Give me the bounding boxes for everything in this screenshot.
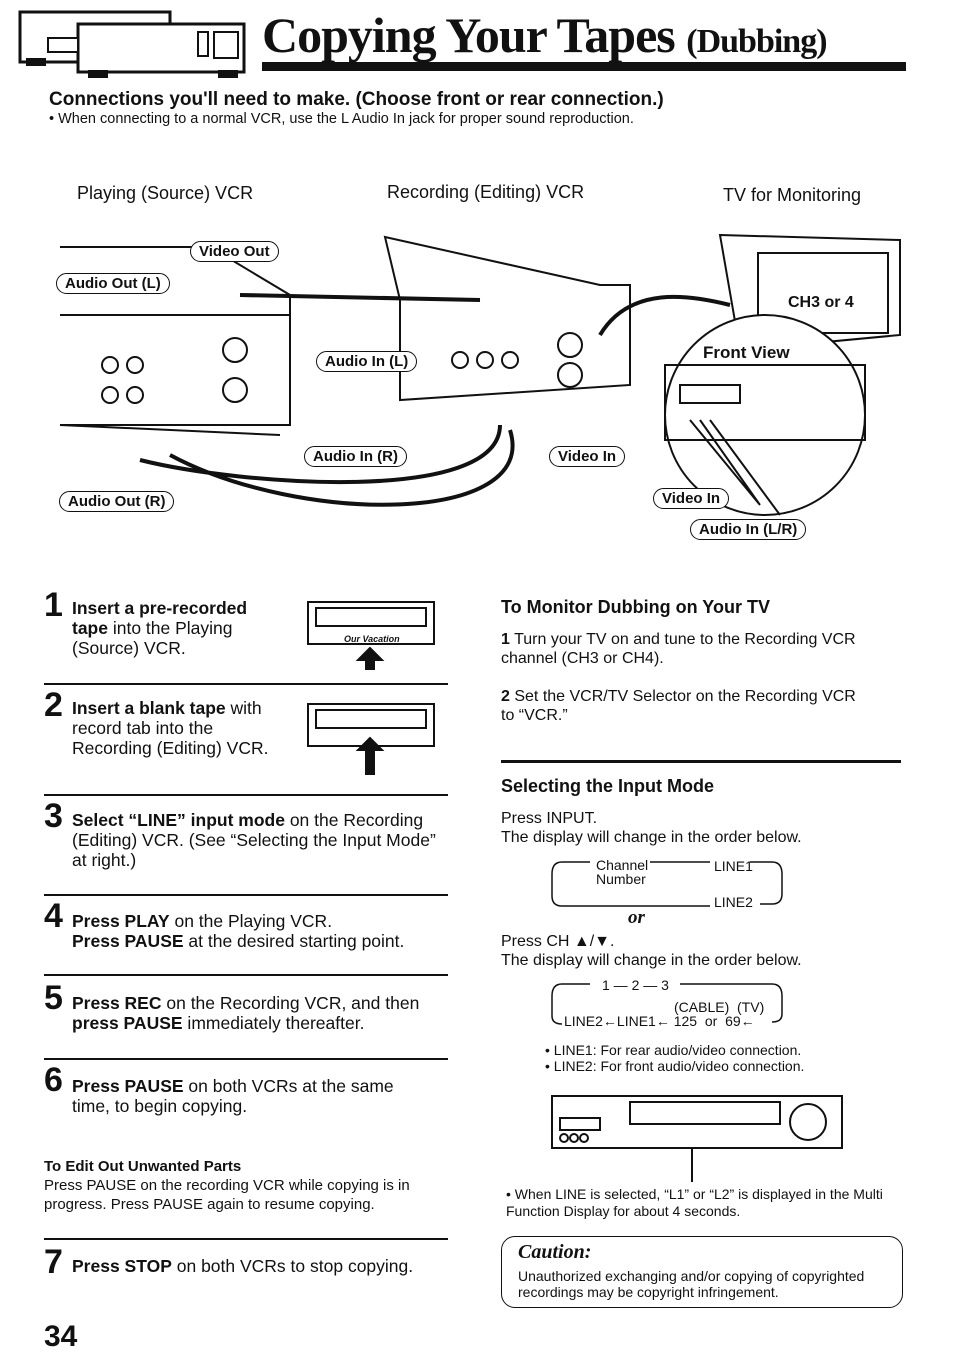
step-number: 4 — [44, 897, 63, 935]
step-6: Press PAUSE on both VCRs at the same tim… — [72, 1076, 394, 1116]
order-text: The display will change in the order bel… — [501, 829, 802, 846]
front-view-label: Front View — [703, 343, 790, 362]
cassette-insert-illustration — [307, 601, 435, 670]
monitor-item-2: 2 Set the VCR/TV Selector on the Recordi… — [501, 688, 856, 724]
step-7: Press STOP on both VCRs to stop copying. — [72, 1256, 414, 1276]
monitor-item-1: 1 Turn your TV on and tune to the Record… — [501, 631, 856, 667]
title-rule — [262, 62, 906, 71]
order-text: The display will change in the order bel… — [501, 952, 802, 969]
cassette-label: Our Vacation — [344, 634, 400, 644]
step-3: Select “LINE” input mode on the Recordin… — [72, 810, 436, 870]
divider — [44, 794, 448, 796]
callout-audio-in-l: Audio In (L) — [316, 351, 418, 372]
connections-note: • When connecting to a normal VCR, use t… — [49, 111, 634, 127]
callout-video-in: Video In — [549, 446, 626, 467]
step-2: Insert a blank tape with record tab into… — [72, 698, 269, 758]
step-number: 2 — [44, 686, 63, 724]
caution-body: Unauthorized exchanging and/or copying o… — [518, 1268, 865, 1300]
callout-front-video-in: Video In — [653, 488, 730, 509]
callout-video-out: Video Out — [190, 241, 279, 262]
step-number: 1 — [44, 586, 63, 624]
input-mode-heading: Selecting the Input Mode — [501, 776, 715, 796]
edit-out-body: Press PAUSE on the recording VCR while c… — [44, 1177, 410, 1213]
press-input-text: Press INPUT. — [501, 810, 598, 827]
cycle-channels: 1 — 2 — 3 — [602, 977, 669, 993]
step-number: 6 — [44, 1061, 63, 1099]
line2-bullet: • LINE2: For front audio/video connectio… — [545, 1058, 805, 1074]
divider — [44, 894, 448, 896]
callout-audio-out-r: Audio Out (R) — [59, 491, 175, 512]
divider — [44, 1058, 448, 1060]
tv-channel-text: CH3 or 4 — [788, 294, 854, 311]
vcr-pair-icon — [18, 10, 246, 78]
channel-cycle-arrows — [551, 983, 783, 1025]
divider — [44, 683, 448, 685]
cassette-insert-illustration — [307, 703, 435, 775]
or-text: or — [628, 907, 645, 928]
callout-audio-out-l: Audio Out (L) — [56, 273, 170, 294]
line-display-note: • When LINE is selected, “L1” or “L2” is… — [506, 1186, 883, 1219]
step-number: 3 — [44, 797, 63, 835]
step-5: Press REC on the Recording VCR, and then… — [72, 993, 420, 1033]
connection-diagram — [59, 233, 901, 516]
cycle-cable-tv: (CABLE) (TV) — [674, 999, 765, 1015]
divider — [44, 1238, 448, 1240]
cycle-line-order: LINE2←LINE1← 125 or 69← — [564, 1013, 755, 1029]
input-cycle-arrows — [551, 861, 783, 907]
cycle-line2: LINE2 — [714, 894, 753, 910]
page-number: 34 — [44, 1320, 78, 1353]
recording-vcr-label: Recording (Editing) VCR — [387, 182, 585, 202]
vcr-front-display-illustration — [551, 1095, 843, 1182]
caution-heading: Caution: — [518, 1241, 592, 1263]
edit-out-heading: To Edit Out Unwanted Parts — [44, 1158, 242, 1175]
connections-heading: Connections you'll need to make. (Choose… — [49, 89, 664, 110]
step-number: 5 — [44, 979, 63, 1017]
cycle-line1: LINE1 — [714, 858, 753, 874]
callout-audio-in-r: Audio In (R) — [304, 446, 407, 467]
page-title: Copying Your Tapes (Dubbing) — [262, 7, 828, 63]
tv-label: TV for Monitoring — [723, 185, 862, 205]
press-ch-text: Press CH ▲/▼. — [501, 933, 615, 950]
divider — [44, 974, 448, 976]
divider — [501, 760, 901, 763]
callout-front-audio-in: Audio In (L/R) — [690, 519, 807, 540]
step-1: Insert a pre-recorded tape into the Play… — [72, 598, 248, 658]
caution-box: Caution: Unauthorized exchanging and/or … — [501, 1236, 903, 1308]
line1-bullet: • LINE1: For rear audio/video connection… — [545, 1042, 802, 1058]
step-number: 7 — [44, 1243, 63, 1281]
monitor-heading: To Monitor Dubbing on Your TV — [501, 597, 770, 617]
step-4: Press PLAY on the Playing VCR.Press PAUS… — [72, 911, 405, 951]
source-vcr-label: Playing (Source) VCR — [77, 183, 254, 203]
